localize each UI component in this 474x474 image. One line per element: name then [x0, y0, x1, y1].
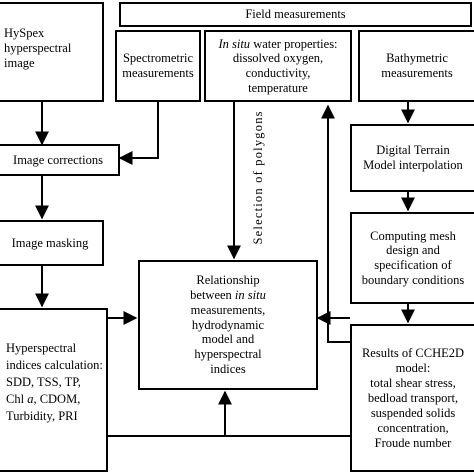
- relationship-line-2: between in situ: [190, 288, 266, 303]
- arrow-polygons-to-insitu: [321, 104, 350, 343]
- arrow-spectrometric-to-corrections: [118, 102, 159, 165]
- image-corrections-box: Image corrections: [0, 144, 120, 176]
- computing-mesh-box: Computing mesh design and specification …: [350, 212, 474, 304]
- insitu-line-3: conductivity,: [245, 66, 311, 80]
- image-masking-box: Image masking: [0, 220, 104, 266]
- computing-mesh-line-3: specification of: [374, 258, 452, 272]
- relationship-line-2-pre: between: [190, 288, 235, 303]
- dtm-box: Digital Terrain Model interpolation: [350, 124, 474, 192]
- spectrometric-box: Spectrometric measurements: [115, 30, 201, 102]
- image-masking-label: Image masking: [11, 235, 89, 250]
- insitu-box: In situ water properties: dissolved oxyg…: [204, 30, 352, 102]
- relationship-line-7: indices: [210, 361, 246, 376]
- hyspex-box: HySpex hyperspectral image: [0, 2, 104, 102]
- hyspex-line-2: hyperspectral: [4, 40, 72, 55]
- field-measurements-box: Field measurements: [119, 2, 472, 27]
- indices-line-4-post: , CDOM,: [33, 391, 81, 406]
- indices-line-4-pre: Chl: [6, 391, 28, 406]
- bathymetric-line-2: measurements: [381, 66, 453, 80]
- cche2d-line-5: suspended solids: [370, 405, 456, 420]
- hyspex-line-1: HySpex: [4, 26, 45, 40]
- computing-mesh-line-1: Computing mesh: [370, 228, 456, 243]
- cche2d-line-3: total shear stress,: [370, 375, 456, 390]
- cche2d-line-1: Results of CCHE2D: [361, 345, 465, 360]
- cche2d-line-4: bedload transport,: [367, 390, 459, 405]
- cche2d-box: Results of CCHE2D model: total shear str…: [350, 324, 474, 472]
- hyspex-line-3: image: [4, 55, 35, 70]
- dtm-line-1: Digital Terrain: [376, 143, 450, 158]
- indices-line-2: indices calculation:: [6, 357, 103, 372]
- insitu-italic: In situ: [218, 36, 251, 51]
- indices-italic-a: a: [27, 391, 34, 406]
- indices-line-5: Turbidity, PRI: [6, 408, 78, 423]
- spectrometric-line-2: measurements: [122, 66, 194, 80]
- indices-line-4: Chl a, CDOM,: [6, 391, 80, 408]
- hyperspectral-indices-box: Hyperspectral indices calculation: SDD, …: [0, 308, 108, 472]
- relationship-italic: in situ: [234, 288, 266, 303]
- relationship-line-3: measurements,: [190, 302, 266, 317]
- selection-of-polygons-label: Selection of polygons: [250, 110, 265, 245]
- relationship-box: Relationship between in situ measurement…: [138, 260, 318, 390]
- indices-line-1: Hyperspectral: [6, 341, 77, 355]
- spectrometric-line-1: Spectrometric: [122, 51, 194, 66]
- insitu-line-2: dissolved oxygen,: [232, 51, 324, 66]
- image-corrections-label: Image corrections: [13, 152, 103, 167]
- cche2d-line-6: concentration,: [377, 420, 449, 435]
- computing-mesh-line-2: design and: [386, 243, 440, 258]
- relationship-line-5: model and: [201, 332, 255, 347]
- insitu-line-4: temperature: [248, 80, 308, 95]
- bathymetric-line-1: Bathymetric: [386, 51, 448, 66]
- relationship-line-6: hyperspectral: [194, 347, 262, 362]
- dtm-line-2: Model interpolation: [363, 158, 463, 172]
- computing-mesh-line-4: boundary conditions: [361, 272, 465, 287]
- insitu-line-1: In situ water properties:: [218, 37, 337, 52]
- relationship-line-4: hydrodynamic: [191, 317, 265, 332]
- cche2d-line-7: Froude number: [374, 435, 452, 450]
- indices-line-3: SDD, TSS, TP,: [6, 374, 81, 389]
- insitu-line-1-rest: water properties:: [250, 36, 338, 51]
- relationship-line-1: Relationship: [196, 273, 260, 288]
- bathymetric-box: Bathymetric measurements: [358, 30, 474, 102]
- cche2d-line-2: model:: [395, 360, 431, 375]
- field-measurements-label: Field measurements: [245, 7, 346, 22]
